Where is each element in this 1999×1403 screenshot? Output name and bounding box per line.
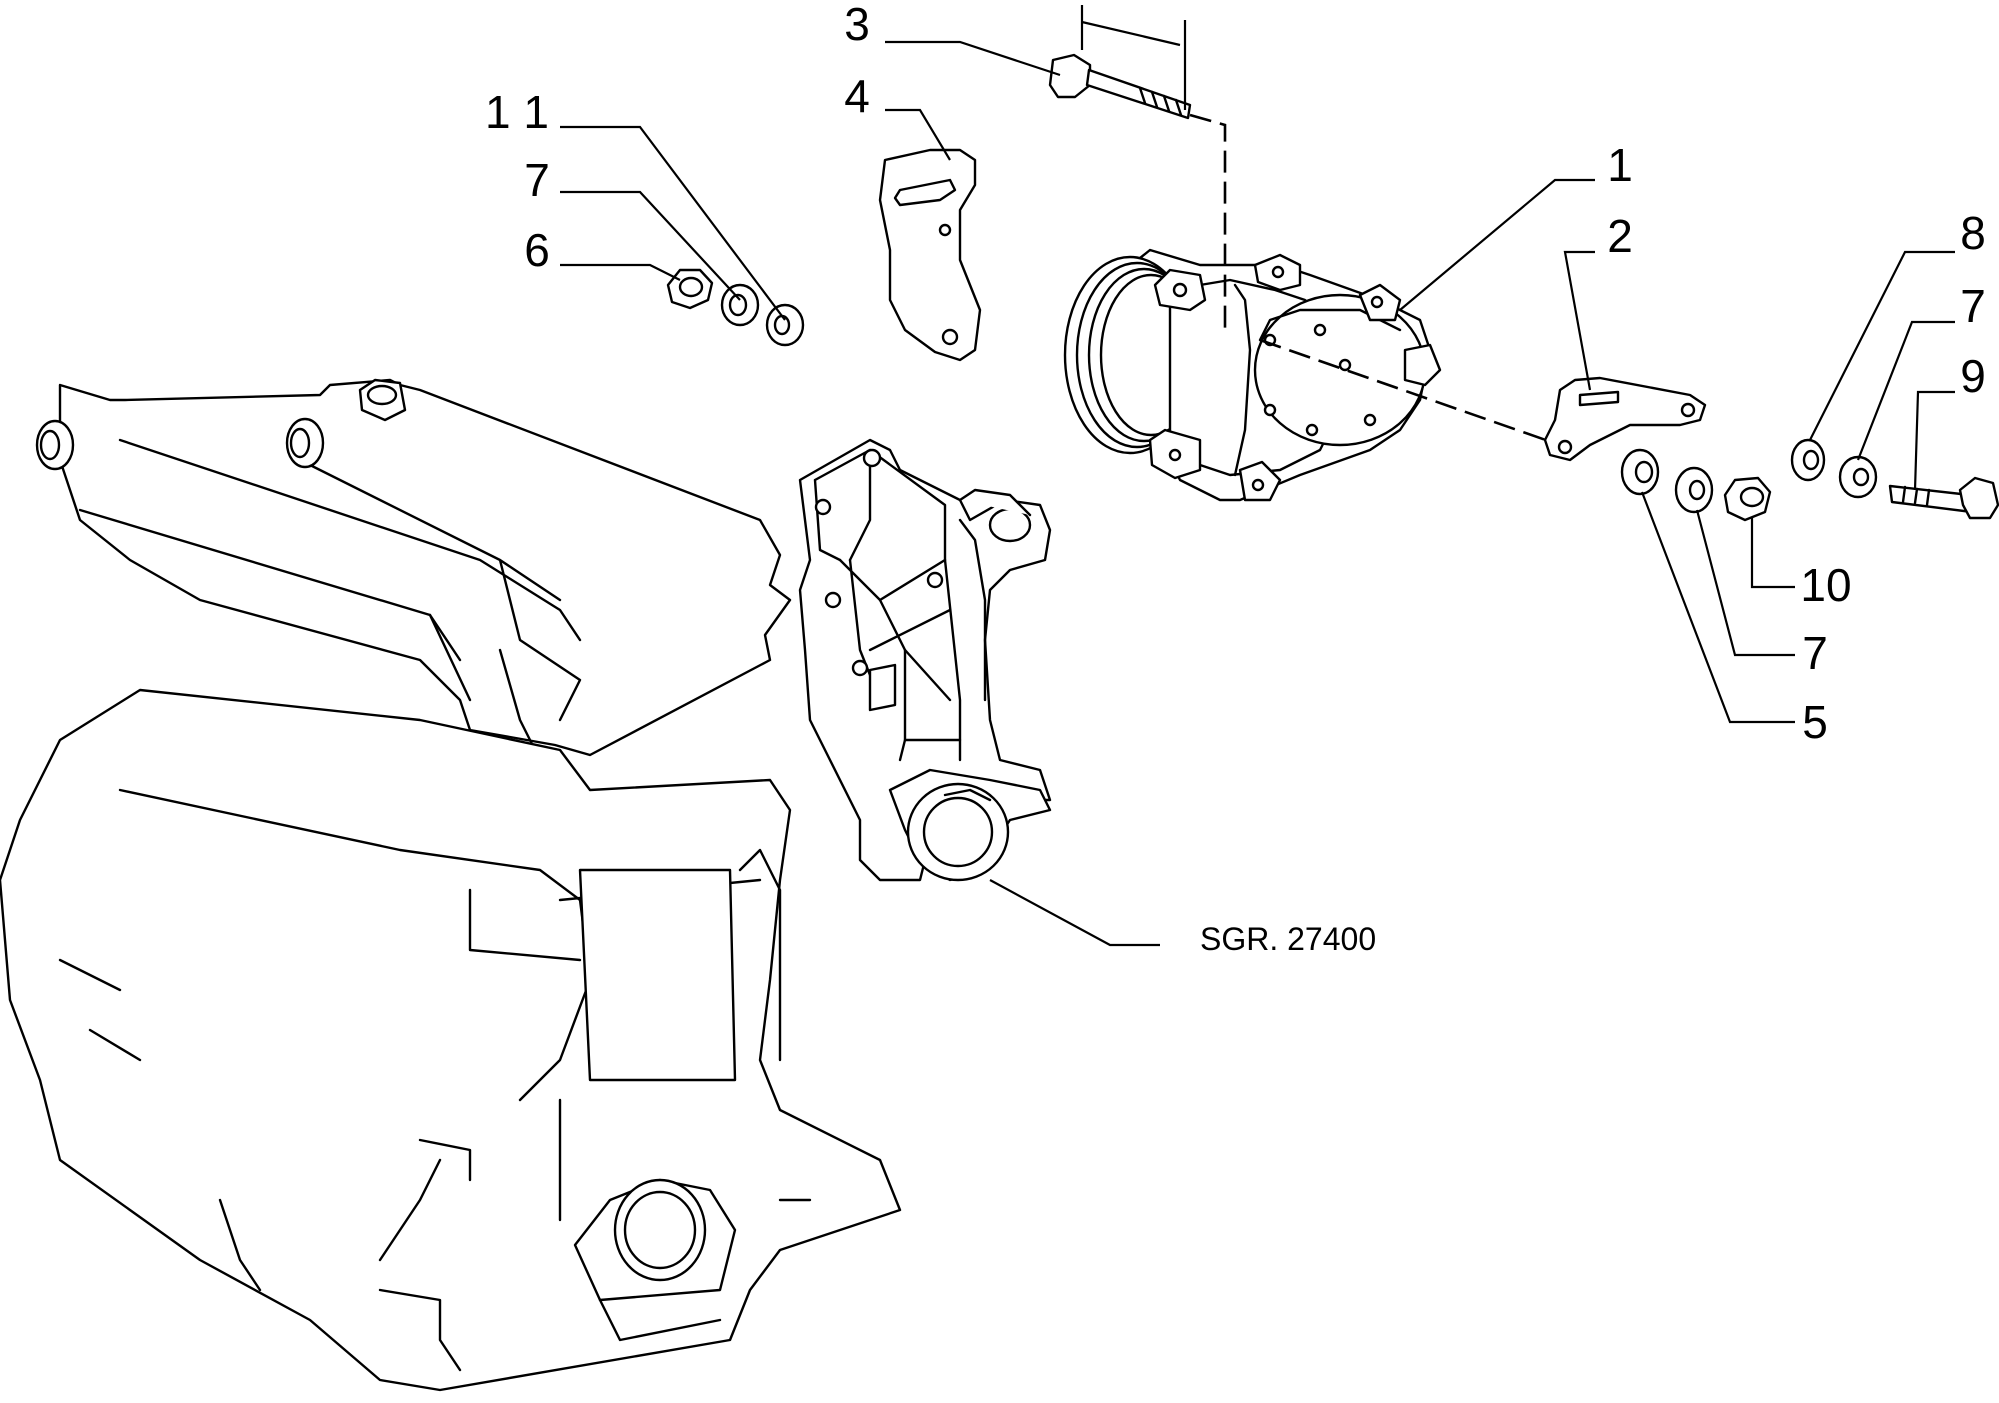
callout-label: 7 <box>1960 280 1986 332</box>
callout-label: 3 <box>844 0 870 50</box>
callout-label: 4 <box>844 70 870 122</box>
bolt-3 <box>1048 5 1192 120</box>
reference-label: SGR. 27400 <box>1200 921 1376 957</box>
callout-label: 7 <box>1802 627 1828 679</box>
hardware-left <box>666 268 805 347</box>
callout-label: 8 <box>1960 207 1986 259</box>
callout-label: 6 <box>524 224 550 276</box>
callout-label: 1 <box>1607 139 1633 191</box>
leader-lines <box>560 40 1955 947</box>
callout-label: 9 <box>1960 350 1986 402</box>
ac-compressor <box>1063 248 1442 502</box>
callout-labels: 3 4 1 1 7 6 1 2 8 7 9 10 7 5 SGR. 27400 <box>485 0 1986 957</box>
engine-block <box>0 378 902 1392</box>
hardware-right-lower <box>1620 448 1772 522</box>
hardware-right-upper <box>1790 438 1999 520</box>
callout-label: 7 <box>524 154 550 206</box>
rear-bracket <box>1543 376 1707 462</box>
callout-label: 2 <box>1607 210 1633 262</box>
callout-label: 1 1 <box>485 86 549 138</box>
callout-label: 5 <box>1802 696 1828 748</box>
callout-label: 10 <box>1800 559 1851 611</box>
main-mounting-bracket <box>798 438 1052 882</box>
assembly-line-bracket <box>1259 338 1561 447</box>
adjusting-link-bracket <box>878 148 982 362</box>
assembly-line-bolt <box>1189 113 1227 330</box>
